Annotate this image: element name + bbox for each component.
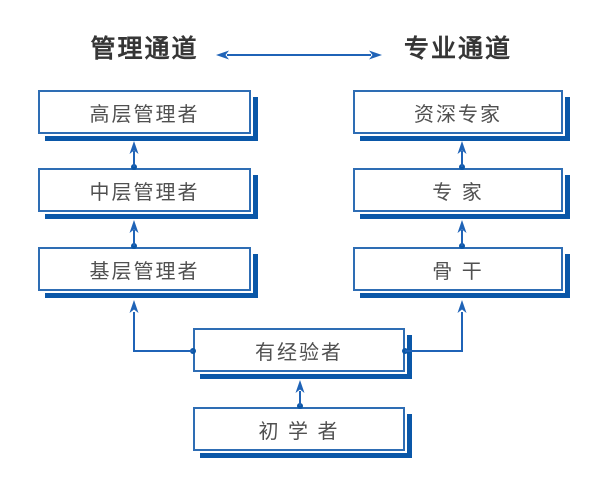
elbow-arrow-experienced-to-junior-manager — [129, 300, 196, 354]
title-professional-channel: 专业通道 — [403, 35, 512, 63]
up-arrow-junior-to-middle-manager — [129, 220, 139, 249]
box-beginner-label: 初 学 者 — [258, 420, 340, 443]
up-arrow-expert-to-senior-expert — [457, 141, 467, 170]
box-expert: 专 家 — [351, 166, 565, 214]
elbow-arrow-experienced-to-backbone — [402, 300, 467, 354]
box-experienced: 有经验者 — [191, 326, 407, 374]
box-junior-manager-label: 基层管理者 — [89, 260, 200, 283]
box-experienced-label: 有经验者 — [255, 341, 343, 364]
title-management-channel: 管理通道 — [90, 35, 199, 63]
box-senior-manager-label: 高层管理者 — [89, 103, 200, 126]
up-arrow-middle-to-senior-manager — [129, 141, 139, 170]
box-beginner: 初 学 者 — [191, 405, 407, 453]
box-middle-manager-label: 中层管理者 — [89, 181, 200, 204]
box-backbone: 骨 干 — [351, 245, 565, 293]
up-arrow-backbone-to-expert — [457, 220, 467, 249]
box-backbone-label: 骨 干 — [432, 260, 484, 283]
up-arrow-beginner-to-experienced — [295, 380, 305, 409]
box-expert-label: 专 家 — [432, 181, 484, 204]
box-senior-manager: 高层管理者 — [36, 88, 253, 136]
box-middle-manager: 中层管理者 — [36, 166, 253, 214]
box-senior-expert: 资深专家 — [351, 88, 565, 136]
box-senior-expert-label: 资深专家 — [414, 103, 502, 126]
box-junior-manager: 基层管理者 — [36, 245, 253, 293]
